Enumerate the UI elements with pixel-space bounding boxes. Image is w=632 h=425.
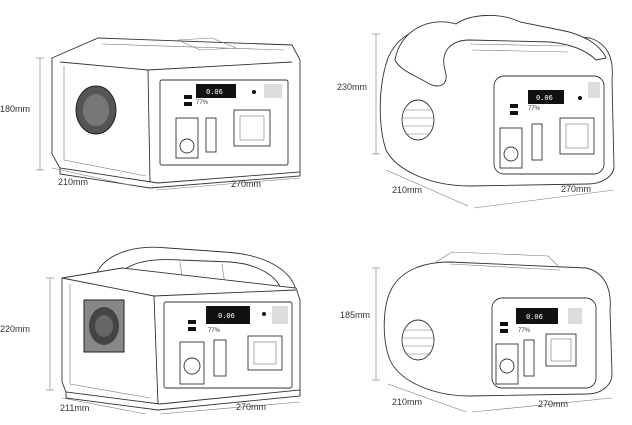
product-1-width-label: 270mm xyxy=(231,179,261,189)
product-4-height-label: 185mm xyxy=(340,310,370,320)
product-4-drawing: 0.06 77% xyxy=(383,251,613,397)
lcd-value-4: 0.06 xyxy=(526,313,543,321)
product-4-width-label: 270mm xyxy=(538,399,568,409)
fan-grille-3 xyxy=(83,299,125,353)
product-3-drawing: 0.06 77% xyxy=(61,246,301,411)
lcd-percent-4: 77% xyxy=(518,328,531,334)
product-3-depth-label: 211mm xyxy=(60,403,89,413)
lcd-screen xyxy=(196,84,236,98)
lcd-percent-2: 77% xyxy=(528,106,541,112)
product-1-drawing: 0.06 77% xyxy=(51,37,301,189)
lcd-percent-3: 77% xyxy=(208,328,221,334)
product-1-dimensions xyxy=(36,57,301,191)
product-3-dimensions xyxy=(46,277,301,415)
product-3-height-label: 220mm xyxy=(0,324,30,334)
lcd-percent: 77% xyxy=(196,100,209,106)
product-4-dimensions xyxy=(372,267,613,413)
product-1-height-label: 180mm xyxy=(0,104,30,114)
side-vent xyxy=(401,99,435,141)
product-4-depth-label: 210mm xyxy=(392,397,422,407)
product-2-depth-label: 210mm xyxy=(392,185,422,195)
product-3-width-label: 270mm xyxy=(236,402,266,412)
lcd-value-3: 0.06 xyxy=(218,312,235,320)
product-2-width-label: 270mm xyxy=(561,184,591,194)
product-1-depth-label: 210mm xyxy=(58,177,88,187)
lcd-value-2: 0.06 xyxy=(536,94,553,102)
product-2-height-label: 230mm xyxy=(337,82,367,92)
product-2-drawing: 0.06 77% xyxy=(379,14,615,187)
product-2-dimensions xyxy=(372,33,615,209)
side-vent-4 xyxy=(401,319,435,361)
fan-grille xyxy=(75,85,117,135)
lcd-value: 0.06 xyxy=(206,88,223,96)
